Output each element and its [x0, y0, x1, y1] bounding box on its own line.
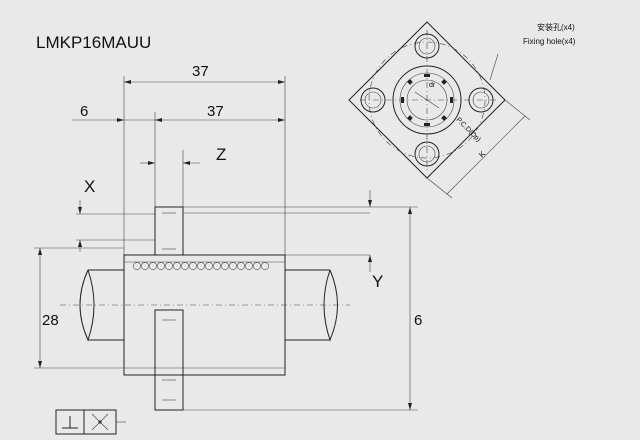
- pcd-label: P.C.D(Dp): [455, 116, 482, 143]
- dim-flange-offset: 6: [80, 103, 88, 120]
- shaft-break-left: [79, 269, 95, 342]
- tolerance-symbol: [55, 409, 126, 435]
- k-label: K: [477, 149, 488, 160]
- pcd-circle: [368, 41, 486, 159]
- ball-row: [133, 262, 269, 270]
- shaft-break-right: [323, 269, 338, 342]
- dim-flange-to-end: 37: [207, 103, 224, 120]
- bearing-bore: [406, 79, 448, 121]
- dr-label: dr: [429, 82, 436, 89]
- housing-body: [123, 254, 286, 376]
- dim-z: Z: [216, 145, 226, 164]
- shaft: [88, 269, 330, 341]
- mounting-holes: [360, 33, 494, 167]
- dim-height-right: 6: [414, 312, 422, 329]
- front-view: dr 安装孔(x4) Fixing hole(x4) P.C.D(Dp) K: [348, 21, 576, 199]
- ball-track: [401, 74, 453, 126]
- dim-y: Y: [372, 272, 383, 291]
- dim-line-k: [446, 115, 526, 195]
- dim-height-left: 28: [42, 312, 59, 329]
- flange-bottom: [154, 309, 184, 411]
- side-view: 37 6 37 Z X: [34, 63, 422, 411]
- bearing-outer: [392, 65, 462, 135]
- drawing-title: LMKP16MAUU: [36, 33, 151, 52]
- dim-x: X: [84, 177, 95, 196]
- hole-label-cn: 安装孔(x4): [537, 22, 575, 32]
- hole-label-en: Fixing hole(x4): [523, 37, 576, 46]
- flange-top: [154, 206, 184, 256]
- dim-overall-length: 37: [192, 63, 209, 80]
